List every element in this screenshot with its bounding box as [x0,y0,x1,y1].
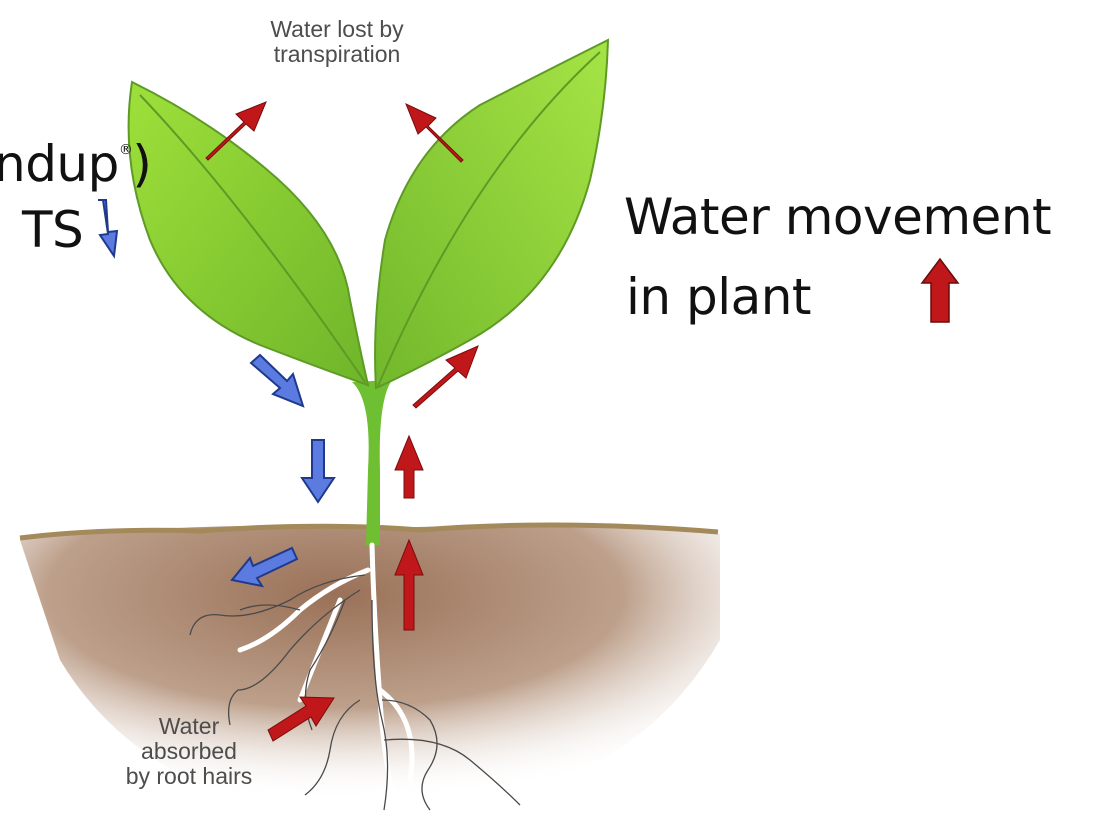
root-hairs-label-line2: absorbed [105,739,273,764]
arrow-down-icon [98,200,117,256]
leaf-left [129,82,368,385]
in-plant-label: in plant [626,272,811,322]
leaf-right [375,40,608,388]
arrow-down-icon [302,440,334,502]
water-movement-label: Water movement [624,192,1051,242]
transpiration-label-line2: transpiration [222,42,452,67]
root-hairs-label: Water absorbed by root hairs [105,714,273,789]
left-label-line2: TS [22,205,83,255]
transpiration-label-line1: Water lost by [222,17,452,42]
root-hairs-label-line3: by root hairs [105,764,273,789]
arrow-up-icon [922,259,958,322]
arrow-down-icon [251,355,303,406]
root-hairs-label-line1: Water [105,714,273,739]
arrow-up-icon [395,436,423,498]
left-label-line1: ndup®) [0,139,151,189]
stem [352,380,392,545]
transpiration-label: Water lost by transpiration [222,17,452,67]
